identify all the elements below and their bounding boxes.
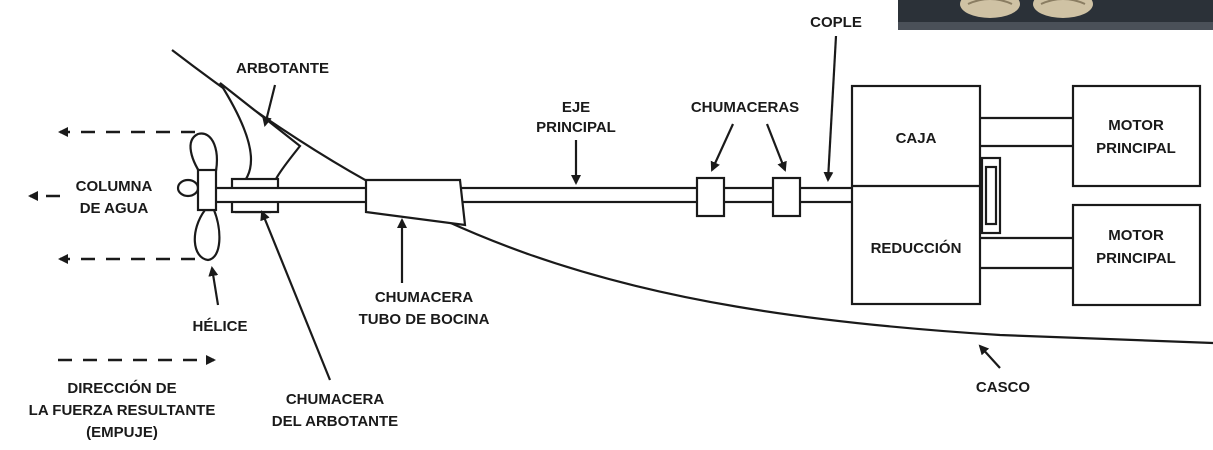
main-engine-2: [1071, 203, 1202, 307]
label-direccion-line3: (EMPUJE): [86, 424, 158, 441]
arrow-chumaceras-1: [710, 123, 735, 172]
label-chumacera-tubo-line2: TUBO DE BOCINA: [359, 311, 490, 328]
label-casco: CASCO: [976, 379, 1031, 396]
label-motor1-line1: MOTOR: [1108, 117, 1164, 134]
arrow-casco: [978, 344, 1001, 369]
label-chumacera-arbotante-line1: CHUMACERA: [286, 391, 384, 408]
arrow-helice: [208, 266, 220, 306]
label-columna-line1: COLUMNA: [76, 178, 153, 195]
label-chumacera-arbotante-line2: DEL ARBOTANTE: [272, 413, 398, 430]
label-caja: CAJA: [896, 130, 937, 147]
label-eje-line1: EJE: [562, 99, 590, 116]
arrow-chumacera-arbotante: [260, 210, 332, 381]
corner-photo: [898, 0, 1213, 30]
gearbox: [850, 84, 982, 306]
label-motor2-line1: MOTOR: [1108, 227, 1164, 244]
label-motor1-line2: PRINCIPAL: [1096, 140, 1176, 157]
label-direccion-line1: DIRECCIÓN DE: [67, 379, 176, 397]
arrow-cople: [823, 35, 838, 182]
stern-tube-bearing: [364, 178, 467, 227]
hull-line: [171, 49, 1213, 345]
label-motor2-line2: PRINCIPAL: [1096, 250, 1176, 267]
label-columna-line2: DE AGUA: [80, 200, 149, 217]
arrow-chumaceras-2: [765, 123, 787, 172]
label-direccion-line2: LA FUERZA RESULTANTE: [29, 402, 216, 419]
label-chumacera-tubo-line1: CHUMACERA: [375, 289, 473, 306]
arrow-arbotante: [262, 84, 277, 127]
label-chumaceras: CHUMACERAS: [691, 99, 799, 116]
label-eje-line2: PRINCIPAL: [536, 119, 616, 136]
label-helice: HÉLICE: [192, 318, 247, 335]
coupling-inner: [984, 165, 998, 226]
label-cople: COPLE: [810, 14, 862, 31]
label-arbotante: ARBOTANTE: [236, 60, 329, 77]
main-engine-1: [1071, 84, 1202, 188]
bearing-2: [771, 176, 802, 218]
propeller: [176, 132, 221, 262]
bearing-1: [695, 176, 726, 218]
label-reduccion: REDUCCIÓN: [871, 239, 962, 257]
